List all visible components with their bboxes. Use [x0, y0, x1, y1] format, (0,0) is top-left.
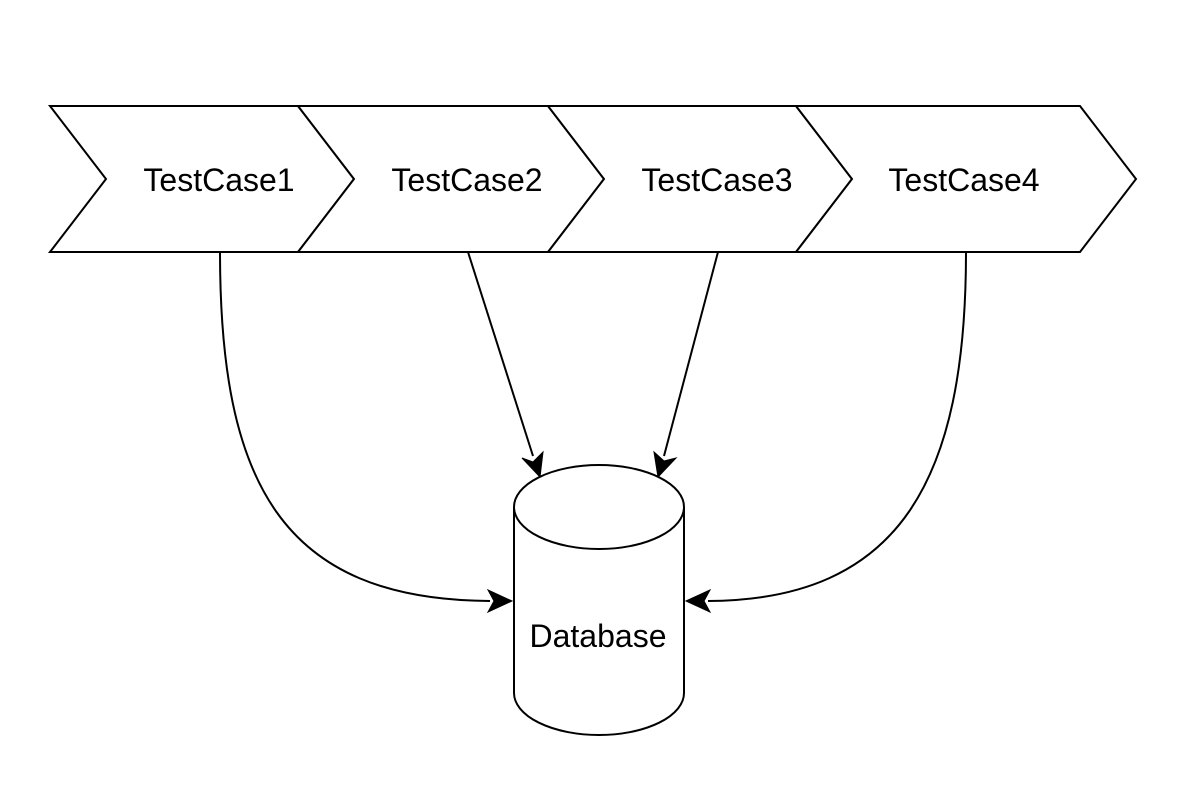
step-label: TestCase3 [641, 162, 792, 198]
database-cylinder: Database [513, 464, 685, 736]
step-label: TestCase4 [888, 162, 1039, 198]
step-label: TestCase2 [391, 162, 542, 198]
chevron-shape [793, 105, 1138, 253]
cylinder-top [513, 464, 685, 550]
edge-testcase1-database [219, 251, 491, 602]
step-testcase4: TestCase4 [793, 105, 1138, 253]
step-chevrons: TestCase1 TestCase2 TestCase3 TestCase4 [47, 105, 1138, 253]
edge-testcase3-database [663, 251, 719, 457]
arrowhead-testcase2-database [521, 450, 544, 479]
database-label: Database [530, 618, 667, 654]
step-testcase1: TestCase1 [47, 105, 356, 253]
arrowhead-testcase3-database [653, 450, 678, 479]
edge-testcase2-database [467, 251, 534, 457]
edges [219, 251, 967, 614]
arrowhead-testcase1-database [486, 588, 514, 614]
step-testcase3: TestCase3 [545, 105, 854, 253]
cylinder-body [513, 507, 685, 736]
edge-testcase4-database [707, 251, 967, 602]
step-label: TestCase1 [143, 162, 294, 198]
arrowhead-testcase4-database [684, 588, 712, 614]
